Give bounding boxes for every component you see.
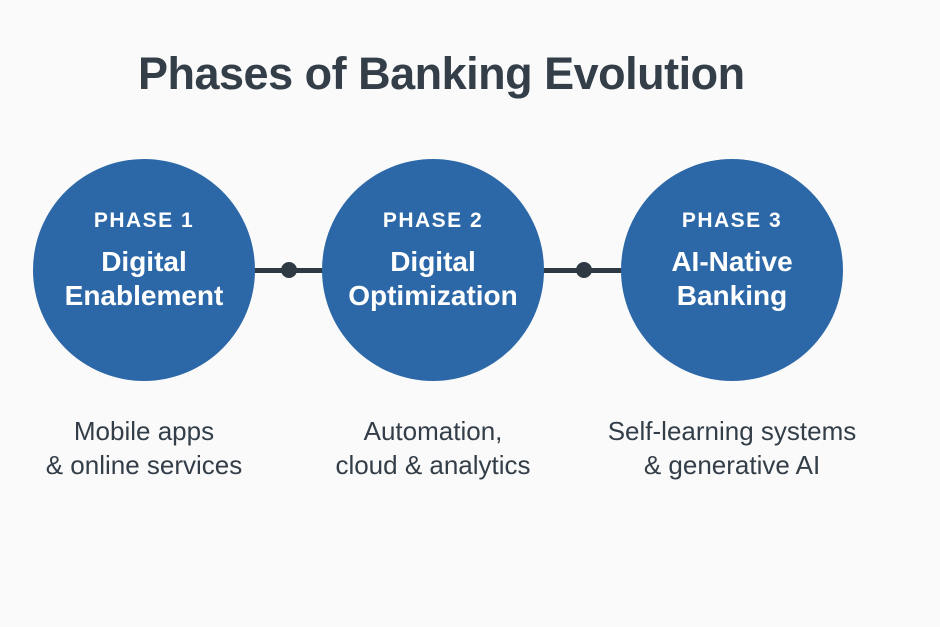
diagram-title: Phases of Banking Evolution bbox=[138, 48, 745, 99]
phase-2-label: PHASE 2 bbox=[382, 209, 484, 232]
phase-3-circle: PHASE 3 AI-Native Banking bbox=[621, 159, 843, 381]
phase-1-caption: Mobile apps & online services bbox=[45, 416, 243, 480]
phase-2-caption: Automation, cloud & analytics bbox=[335, 416, 531, 480]
connector-dot-1 bbox=[281, 262, 297, 278]
phase-3-label: PHASE 3 bbox=[681, 209, 783, 232]
connector-dot-2 bbox=[576, 262, 592, 278]
phase-1-name: Digital Enablement bbox=[64, 246, 224, 311]
phase-1-label: PHASE 1 bbox=[93, 209, 195, 232]
phase-2-name: Digital Optimization bbox=[348, 246, 518, 311]
phase-3-caption: Self-learning systems & generative AI bbox=[607, 416, 857, 480]
phase-3-name: AI-Native Banking bbox=[671, 246, 793, 311]
phase-2-circle: PHASE 2 Digital Optimization bbox=[322, 159, 544, 381]
phase-1-circle: PHASE 1 Digital Enablement bbox=[33, 159, 255, 381]
